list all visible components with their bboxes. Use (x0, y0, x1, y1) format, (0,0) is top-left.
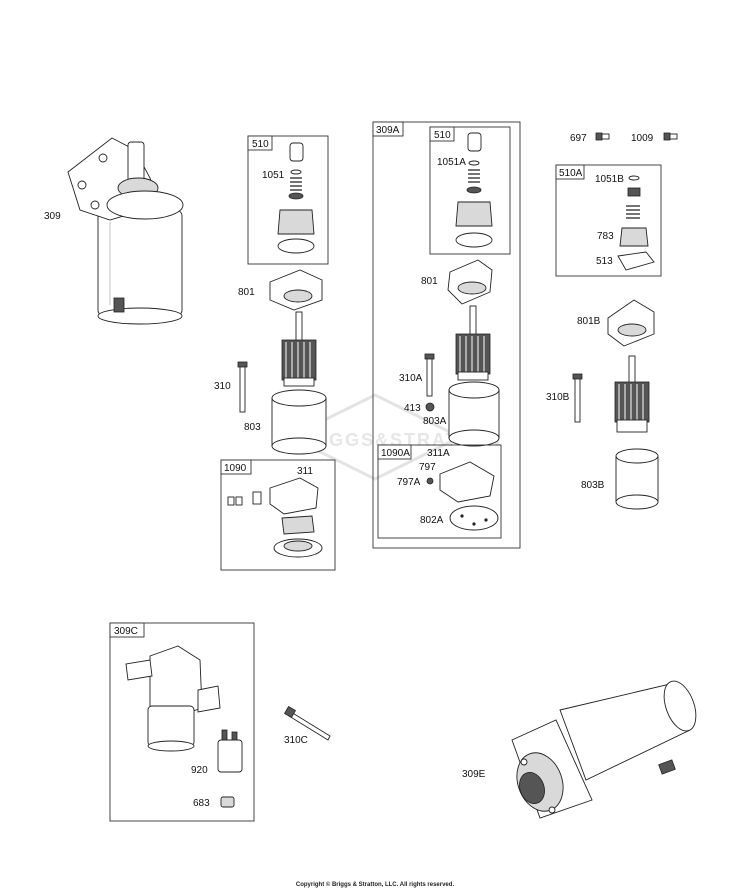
end-cap-801 (269, 269, 323, 311)
housing-803B (615, 448, 659, 510)
label-311A: 311A (427, 448, 450, 459)
copyright-notice: Copyright © Briggs & Stratton, LLC. All … (295, 882, 455, 888)
box-510-inner: 510 (429, 126, 511, 255)
label-802A: 802A (420, 515, 444, 526)
box-1090A: 1090A (377, 444, 502, 539)
label-801-309A: 801 (421, 276, 438, 287)
label-697: 697 (570, 133, 587, 144)
bolt-310A (424, 353, 435, 397)
housing-803A (448, 381, 500, 447)
nut-413 (425, 402, 435, 412)
label-801B: 801B (577, 316, 601, 327)
label-1051A: 1051A (437, 157, 466, 168)
starter-motor-309 (67, 137, 184, 325)
box-1090-tag: 1090 (224, 463, 247, 474)
label-309E: 309E (462, 769, 486, 780)
screw-697 (595, 132, 610, 141)
box-309A-tag: 309A (376, 125, 400, 136)
armature-309A (455, 305, 491, 381)
label-783: 783 (597, 231, 614, 242)
box-1090A-tag: 1090A (381, 448, 410, 459)
screw-1009 (663, 132, 678, 141)
box-510A-tag: 510A (559, 168, 583, 179)
label-803: 803 (244, 422, 261, 433)
armature (281, 311, 317, 387)
label-413: 413 (404, 403, 421, 414)
box-309C-tag: 309C (114, 626, 138, 637)
label-803B: 803B (581, 480, 605, 491)
box-510-inner-tag: 510 (434, 130, 451, 141)
label-310A: 310A (399, 373, 423, 384)
label-1009: 1009 (631, 133, 654, 144)
box-510-tag: 510 (252, 139, 269, 150)
label-683: 683 (193, 798, 210, 809)
label-1051: 1051 (262, 170, 285, 181)
label-1051B: 1051B (595, 174, 624, 185)
housing-803 (271, 389, 327, 455)
end-cap-801B (607, 299, 655, 347)
label-310C: 310C (284, 735, 308, 746)
label-920: 920 (191, 765, 208, 776)
starter-motor-309E (511, 680, 697, 819)
box-309C: 309C (109, 622, 255, 822)
box-510A: 510A (555, 164, 662, 277)
box-309A: 309A (372, 121, 521, 549)
box-510: 510 (247, 135, 329, 265)
label-513: 513 (596, 256, 613, 267)
label-797: 797 (419, 462, 436, 473)
label-797A: 797A (397, 477, 421, 488)
label-803A: 803A (423, 416, 447, 427)
bolt-310 (237, 361, 248, 413)
label-311: 311 (297, 466, 313, 477)
label-310: 310 (214, 381, 231, 392)
label-309: 309 (44, 211, 61, 222)
box-1090: 1090 (220, 459, 336, 571)
bolt-310C (283, 705, 331, 741)
end-cap-801-309A (447, 259, 493, 305)
bolt-310B (572, 373, 583, 423)
armature-309B (614, 355, 650, 433)
label-310B: 310B (546, 392, 570, 403)
label-801: 801 (238, 287, 255, 298)
